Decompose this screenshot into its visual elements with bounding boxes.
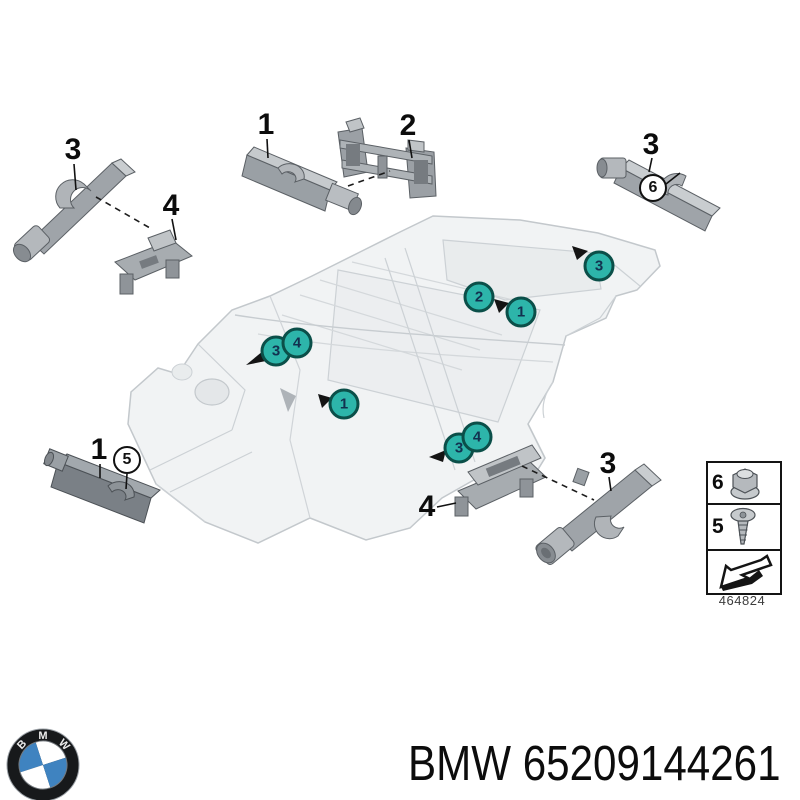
tunnel-lines (384, 247, 476, 471)
body-detail-dark-1 (280, 388, 296, 412)
frame-opening-2 (346, 144, 360, 166)
part-2-mounting-frame (337, 117, 437, 199)
legend-box: 6 5 (706, 461, 782, 595)
part-3-antenna-bottom-right (535, 463, 662, 565)
strut-tower-left (194, 378, 230, 406)
part-label-3-top-right: 3 (642, 128, 660, 161)
location-arrow-5 (429, 450, 446, 462)
leader-callout-6 (665, 172, 681, 185)
part-4-bracket-bottom-center (454, 444, 590, 517)
car-body-diagram (127, 215, 661, 544)
callout-circle-5: 5 (113, 446, 141, 474)
legend-item-screw: 5 (708, 505, 780, 551)
part-4-bracket-top-left (114, 229, 193, 295)
legend-num-6: 6 (712, 471, 724, 494)
part-1-antenna-top-center (241, 146, 363, 216)
part-label-1-top-center: 1 (257, 108, 275, 141)
floor-ribs (281, 261, 531, 371)
part-label-4-bottom-center: 4 (418, 490, 436, 523)
part-label-1-bottom-left: 1 (90, 433, 108, 466)
leader-callout-5 (125, 473, 128, 490)
hotspot-2-rear: 2 (463, 281, 495, 313)
bmw-logo-letter-m: M (38, 730, 47, 742)
antenna-connector-bore (541, 547, 551, 559)
part-label-3-bottom-right: 3 (599, 447, 617, 480)
part-label-3-top-left: 3 (64, 133, 82, 166)
location-arrow-4 (572, 246, 588, 260)
hotspot-1-rear: 1 (505, 296, 537, 328)
brand-name: BMW (408, 737, 511, 791)
location-arrow-3 (494, 299, 509, 313)
leader-label-4-bottom (436, 502, 457, 508)
part-label-4-top-left: 4 (162, 189, 180, 222)
hotspot-3-rear: 3 (583, 250, 615, 282)
footer-part-number: BMW 65209144261 (408, 736, 781, 792)
legend-item-nut: 6 (708, 463, 780, 505)
callout-circle-6: 6 (639, 174, 667, 202)
leader-label-4-top-left (171, 218, 177, 241)
leader-label-3-top-right (648, 157, 653, 173)
bracket-slot (139, 255, 159, 269)
frame-opening (414, 160, 428, 184)
bmw-logo: B M W (6, 728, 80, 800)
hotspot-4-front-left: 4 (281, 327, 313, 359)
hotspot-4-side-right: 4 (461, 421, 493, 453)
legend-num-5: 5 (712, 515, 724, 538)
hotspot-1-front: 1 (328, 388, 360, 420)
screw-icon (730, 507, 756, 545)
diagram-number: 464824 (718, 593, 766, 608)
part-number: 65209144261 (522, 737, 781, 791)
part-label-2-top-center: 2 (399, 109, 417, 142)
direction-arrow-icon (719, 554, 773, 591)
part-1-antenna-bottom-left (43, 448, 161, 524)
cross-member (234, 314, 566, 346)
wheel-arch-right (542, 381, 554, 419)
leader-label-1-top-center (266, 138, 269, 159)
bmw-logo-quadrants (18, 740, 68, 790)
location-arrow-2 (318, 394, 332, 408)
dashed-connector-bottom (521, 465, 595, 501)
legend-item-arrow (708, 551, 780, 593)
dashed-connector-top-left (95, 196, 151, 229)
leader-label-2-top-center (408, 139, 413, 159)
leader-label-3-top-left (73, 163, 77, 191)
dashed-connector-top-center (347, 170, 391, 187)
front-rails (149, 343, 253, 523)
strut-tower-detail (171, 363, 193, 381)
flange-nut-icon (730, 468, 760, 500)
part-3-antenna-top-left (12, 158, 136, 263)
leader-label-3-bottom-right (608, 476, 612, 492)
bracket-rail-slot (485, 455, 521, 478)
